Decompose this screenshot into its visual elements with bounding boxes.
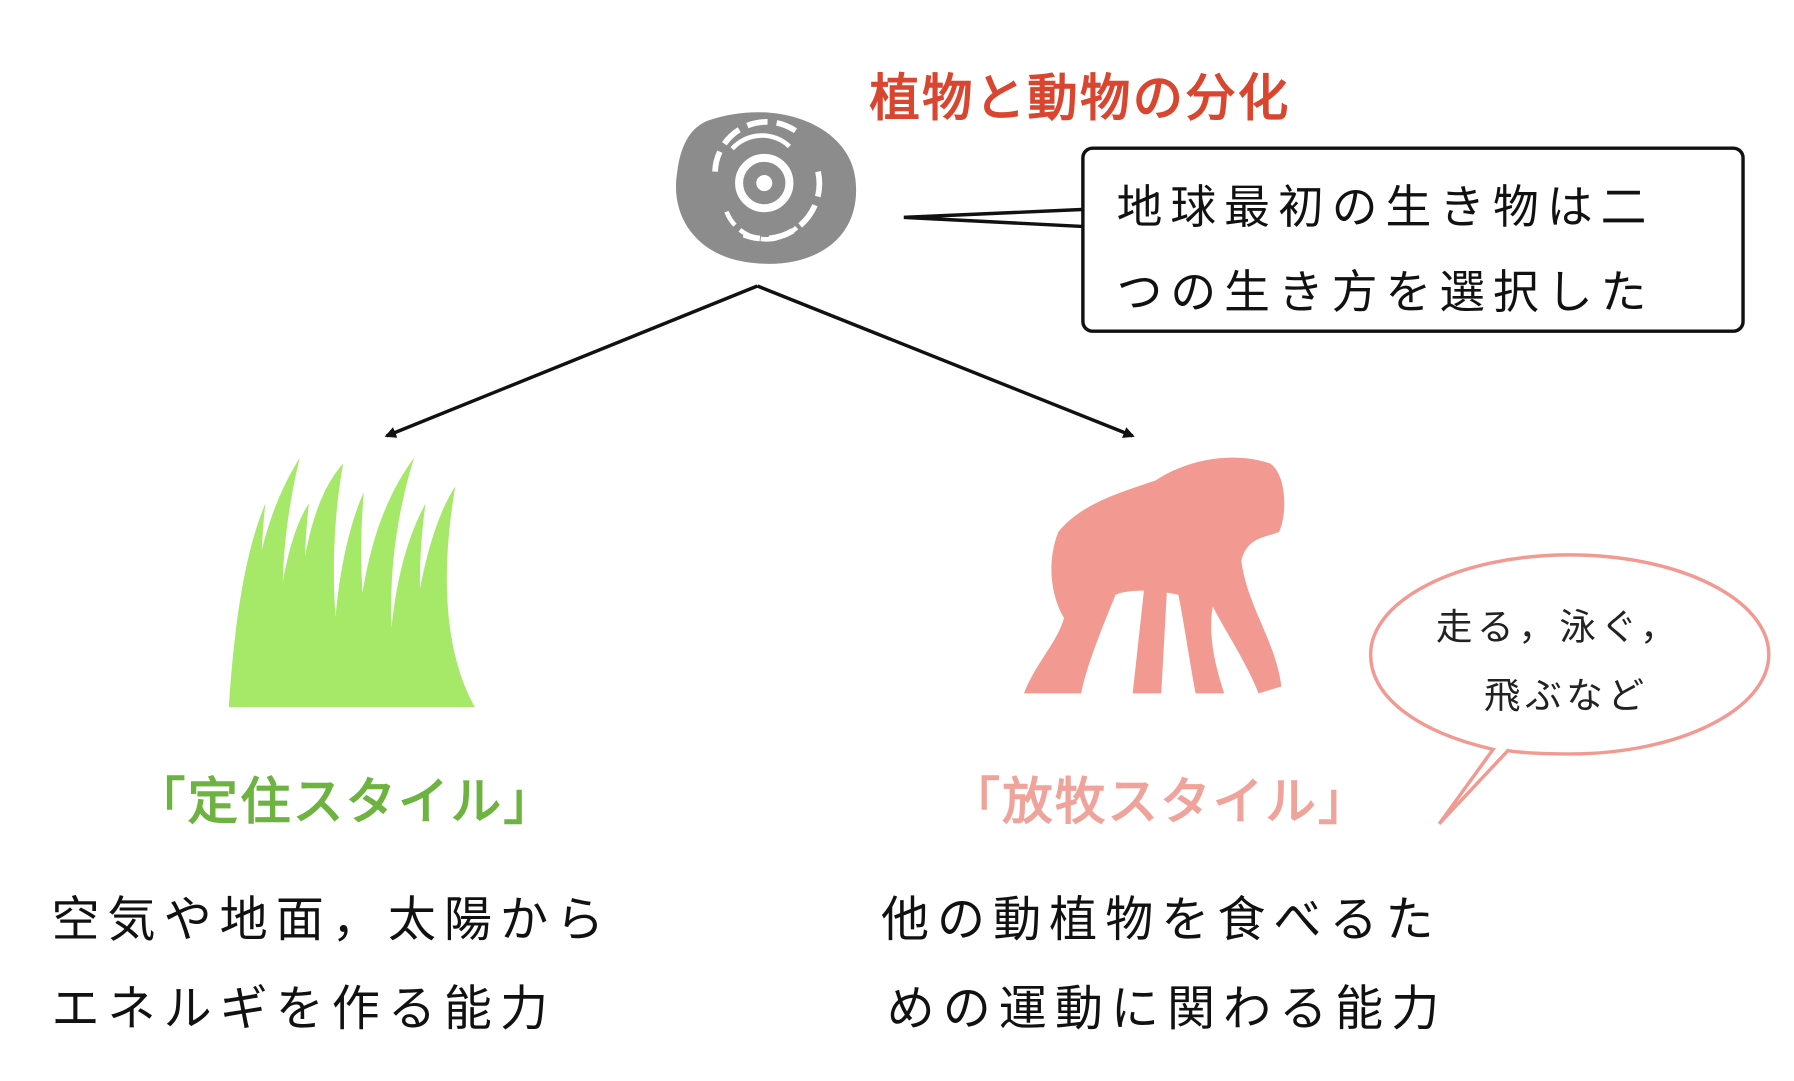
cell-icon: [675, 112, 857, 264]
plant-description-line-2: エネルギを作る能力: [51, 980, 557, 1037]
callout-pointer: [903, 207, 1085, 229]
animal-style-label: 「放牧スタイル」: [949, 773, 1371, 832]
callout-box: 地球最初の生き物は二 つの生き方を選択した: [1081, 146, 1745, 333]
callout-line-2: つの生き方を選択した: [1116, 266, 1655, 320]
callout-line-1: 地球最初の生き物は二: [1116, 181, 1655, 235]
speech-bubble: [1368, 553, 1771, 825]
plant-description-line-1: 空気や地面，太陽から: [51, 891, 613, 948]
diagram-title: 植物と動物の分化: [869, 69, 1291, 129]
animal-description-line-2: めの運動に関わる能力: [886, 980, 1448, 1037]
grass-icon: [228, 457, 475, 708]
bubble-line-2: 飛ぶなど: [1483, 673, 1649, 718]
bubble-line-1: 走る，泳ぐ，: [1435, 605, 1682, 649]
plant-style-label: 「定住スタイル」: [135, 773, 557, 832]
animal-description-line-1: 他の動植物を食べるた: [880, 891, 1442, 948]
gorilla-icon: [1023, 457, 1285, 694]
arrow-to-animal: [756, 284, 1135, 438]
arrow-to-plant: [384, 284, 759, 438]
